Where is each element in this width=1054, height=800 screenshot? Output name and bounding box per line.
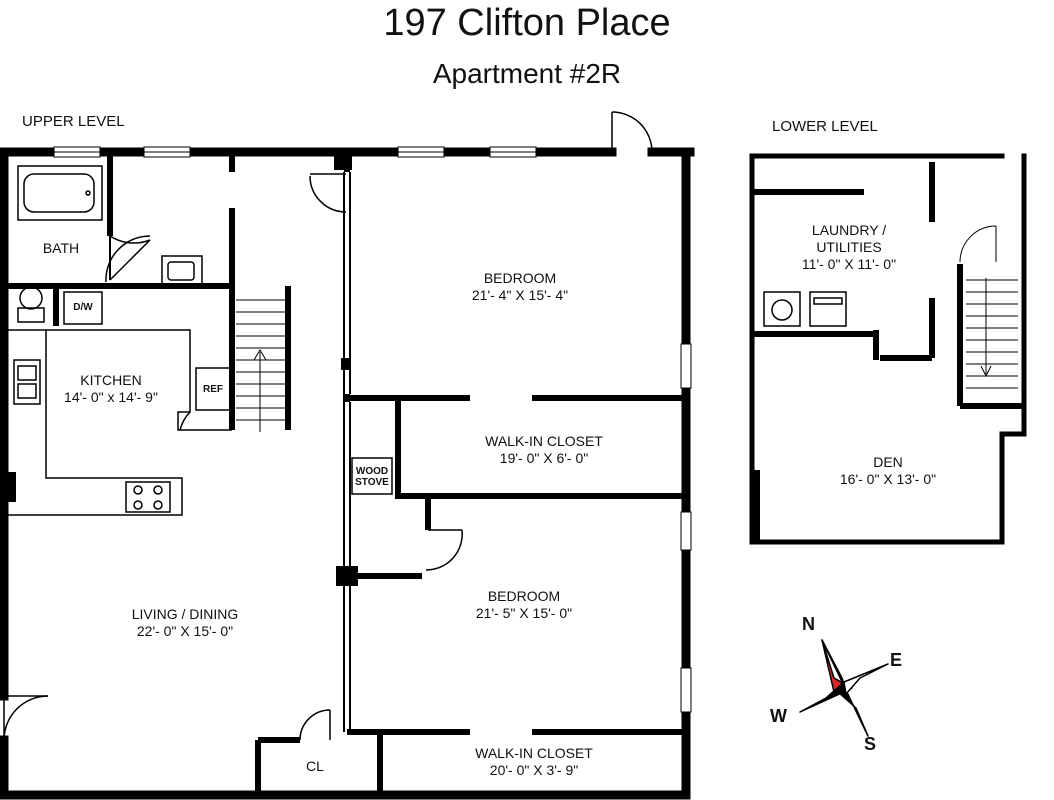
washer-dryer-icon — [763, 291, 847, 327]
kitchen-counter — [8, 291, 232, 516]
wood-stove-label: WOOD STOVE — [355, 466, 389, 488]
page-title: 197 Clifton Place — [383, 2, 671, 44]
ref-label: REF — [203, 384, 223, 395]
compass-west: W — [770, 706, 787, 726]
lower-level-label: LOWER LEVEL — [772, 118, 878, 135]
windows-top — [53, 146, 537, 158]
sink-icon — [161, 255, 203, 285]
compass-icon — [799, 639, 889, 737]
entry-door-top — [611, 111, 653, 153]
dw-label: D/W — [73, 302, 93, 313]
page-subtitle: Apartment #2R — [432, 58, 622, 89]
walk-in-closet-1-label: WALK-IN CLOSET 19'- 0" X 6'- 0" — [485, 433, 603, 466]
bath-door — [105, 235, 151, 283]
bath-label: BATH — [42, 240, 80, 256]
compass-south: S — [864, 734, 877, 754]
compass-north: N — [802, 614, 815, 634]
laundry-utilities-label: LAUNDRY / UTILITIES 11'- 0" X 11'- 0" — [801, 222, 897, 272]
upper-exterior-walls — [0, 147, 695, 800]
kitchen-label: KITCHEN 14'- 0" x 14'- 9" — [64, 372, 158, 405]
windows-right — [680, 343, 692, 713]
upper-doors — [3, 173, 463, 741]
bedroom-upper-label: BEDROOM 21'- 4" X 15'- 4" — [471, 270, 569, 303]
den-label: DEN 16'- 0" X 13'- 0" — [839, 454, 937, 487]
toilet-icon — [17, 286, 45, 323]
upper-stairs — [236, 299, 286, 432]
bedroom-lower-label: BEDROOM 21'- 5" X 15'- 0" — [475, 588, 573, 621]
living-dining-label: LIVING / DINING 22'- 0" X 15'- 0" — [131, 606, 239, 639]
compass-east: E — [890, 650, 903, 670]
closet-label: CL — [306, 758, 324, 774]
bathtub-icon — [17, 165, 103, 221]
lower-interior-walls — [752, 162, 1022, 542]
walk-in-closet-2-label: WALK-IN CLOSET 20'- 0" X 3'- 9" — [475, 745, 593, 778]
lower-stairs — [959, 225, 1018, 389]
upper-interior-walls — [8, 156, 686, 795]
columns — [0, 156, 358, 586]
upper-level-label: UPPER LEVEL — [22, 113, 125, 130]
